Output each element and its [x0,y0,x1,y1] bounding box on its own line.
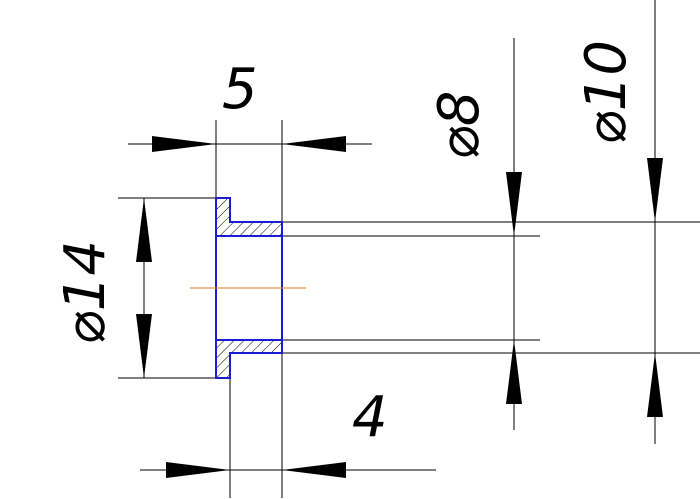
dimension-bore-diameter: ⌀8 [427,91,492,160]
dimension-shaft-diameter: ⌀10 [574,40,639,145]
arrow-down [647,158,663,222]
upper-wall-hatch [216,198,282,236]
extension-lines [118,120,700,498]
arrow-right [166,462,230,478]
arrow-left [282,136,346,152]
arrow-down [136,314,152,378]
dimension-width-top: 5 [222,57,258,122]
arrow-up [136,198,152,262]
arrow-down [506,172,522,236]
arrow-left [282,462,346,478]
arrow-right [152,136,216,152]
arrowheads [136,136,663,478]
dimension-width-bottom: 4 [352,385,388,450]
arrow-up [506,340,522,404]
arrow-up [647,353,663,417]
dimension-outer-diameter: ⌀14 [53,240,118,345]
lower-wall-hatch [216,340,282,378]
